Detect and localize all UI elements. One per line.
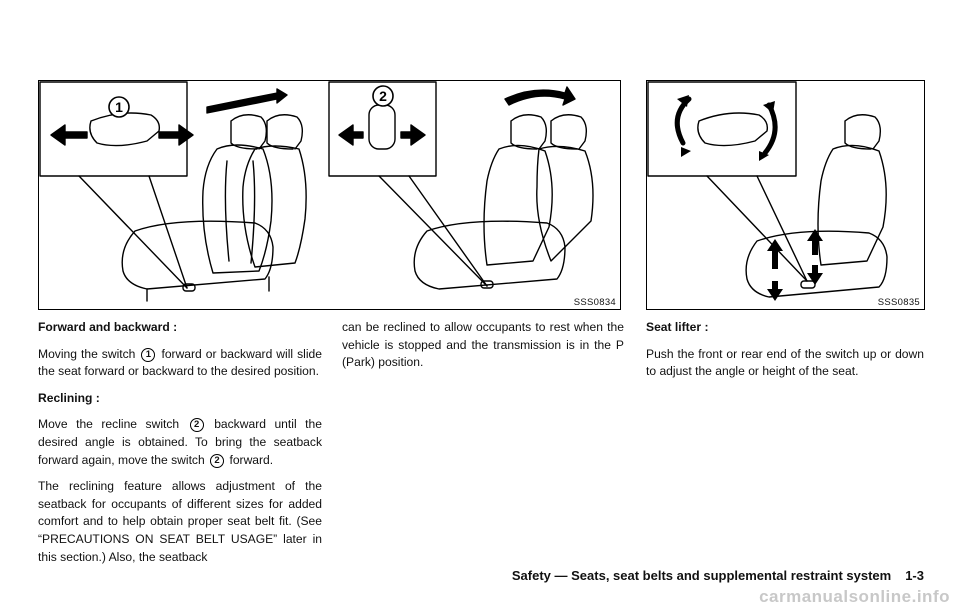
heading-forward-backward: Forward and backward : (38, 320, 178, 334)
text: forward or backward will slide the seat … (38, 346, 322, 379)
callout-ref-2: 2 (210, 453, 225, 468)
paragraph-reclining: Move the recline switch 2 backward until… (38, 416, 322, 469)
text: backward until the desired angle is obta… (38, 417, 322, 467)
page-footer: Safety — Seats, seat belts and supplemen… (506, 568, 924, 583)
heading-seat-lifter: Seat lifter : (646, 320, 709, 334)
seat-illustrations-2 (647, 81, 888, 301)
paragraph-reclining-feature: The reclining feature allows adjustment … (38, 479, 322, 564)
figure-callout-1: 1 (115, 99, 123, 115)
figure-code: SSS0834 (573, 297, 616, 308)
figure-code: SSS0835 (877, 297, 920, 308)
callout-ref-2: 2 (189, 418, 204, 433)
paragraph-recline-continued: can be reclined to allow occupants to re… (342, 320, 624, 370)
text: Moving the switch (38, 346, 136, 361)
page-number: 1-3 (905, 568, 924, 583)
text-column-3: Seat lifter : Push the front or rear end… (646, 319, 924, 390)
paragraph-seat-lifter: Push the front or rear end of the switch… (646, 346, 924, 379)
heading-reclining: Reclining : (38, 390, 100, 405)
figure-seat-lifter: SSS0835 (646, 80, 925, 310)
text-column-1: Forward and backward : Moving the switch… (38, 319, 322, 575)
footer-section-title: Safety — Seats, seat belts and supplemen… (511, 568, 892, 583)
figure-callout-2: 2 (379, 88, 387, 104)
figure-seat-slide-recline: 1 2 SSS0834 (38, 80, 621, 310)
text-column-2: can be reclined to allow occupants to re… (342, 319, 624, 381)
watermark: carmanualsonline.info (759, 587, 950, 606)
text: Move the recline switch (38, 417, 180, 432)
text: forward. (229, 452, 274, 467)
seat-illustrations-1: 1 2 (39, 81, 594, 302)
callout-ref-1: 1 (141, 347, 156, 362)
paragraph-forward-backward: Moving the switch 1 forward or backward … (38, 346, 322, 381)
